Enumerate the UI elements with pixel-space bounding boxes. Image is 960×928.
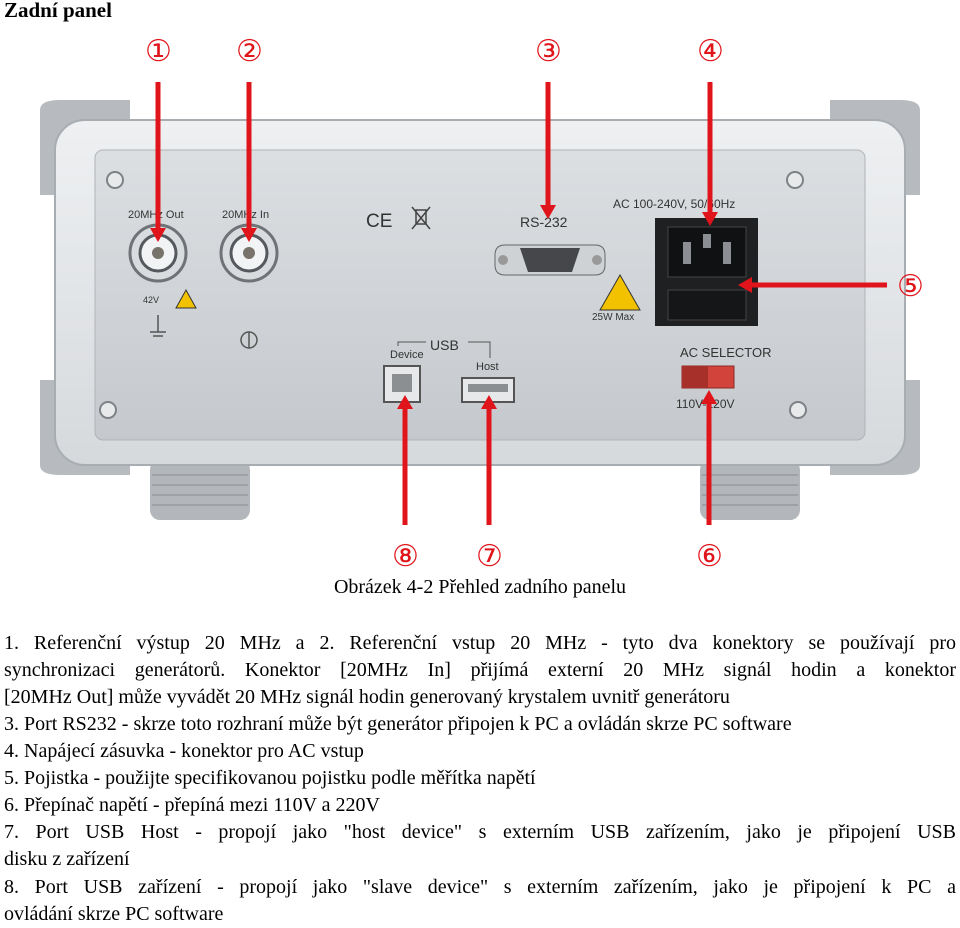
- callout-3: ③: [535, 35, 562, 68]
- desc-line-11: ovládání skrze PC software: [4, 903, 224, 925]
- desc-line-10: 8. Port USB zařízení - propojí jako "sla…: [4, 876, 956, 898]
- label-25w-max: 25W Max: [592, 312, 634, 323]
- desc-line-1: 1. Referenční výstup 20 MHz a 2. Referen…: [4, 632, 956, 654]
- callout-2: ②: [236, 35, 263, 68]
- label-rs232: RS-232: [520, 214, 568, 230]
- callout-5: ⑤: [897, 270, 924, 303]
- callout-6: ⑥: [696, 540, 723, 573]
- screws: [99, 171, 807, 419]
- label-host: Host: [476, 361, 499, 373]
- desc-line-4: 3. Port RS232 - skrze toto rozhraní může…: [4, 713, 792, 735]
- desc-line-7: 6. Přepínač napětí - přepíná mezi 110V a…: [4, 794, 380, 816]
- label-usb: USB: [430, 337, 459, 353]
- rs232-port: [494, 244, 606, 276]
- warning-icon-42v: [175, 288, 197, 309]
- label-ac-selector: AC SELECTOR: [680, 345, 772, 360]
- desc-line-2: synchronizaci generátorů. Konektor [20MH…: [4, 659, 956, 681]
- fuse-holder: [667, 289, 747, 321]
- desc-line-3: [20MHz Out] může vyvádět 20 MHz signál h…: [4, 686, 730, 708]
- ce-mark: CE: [366, 211, 392, 232]
- high-voltage-icon: [599, 273, 641, 311]
- label-20mhz-in: 20MHz In: [222, 209, 269, 221]
- desc-line-6: 5. Pojistka - použijte specifikovanou po…: [4, 767, 536, 789]
- desc-line-9: disku z zařízení: [4, 848, 130, 870]
- figure-caption: Obrázek 4-2 Přehled zadního panelu: [333, 576, 627, 598]
- callout-7: ⑦: [476, 540, 503, 573]
- label-ac-rating: AC 100-240V, 50/60Hz: [613, 197, 735, 211]
- bnc-in-connector: [219, 223, 279, 283]
- label-device: Device: [390, 349, 424, 361]
- desc-line-5: 4. Napájecí zásuvka - konektor pro AC vs…: [4, 740, 364, 762]
- usb-device-port: [383, 365, 421, 403]
- page-heading: Zadní panel: [4, 0, 112, 22]
- weee-icon: [411, 206, 431, 230]
- callout-1: ①: [145, 35, 172, 68]
- bnc-out-connector: [128, 223, 188, 283]
- callout-8: ⑧: [392, 540, 419, 573]
- feet: [150, 460, 800, 520]
- rear-panel-figure: 20MHz Out 20MHz In 42V CE RS-232 25W Max…: [40, 35, 924, 573]
- callout-4: ④: [697, 35, 724, 68]
- ground-symbols: [150, 315, 258, 349]
- desc-line-8: 7. Port USB Host - propojí jako "host de…: [4, 821, 956, 843]
- label-42v: 42V: [143, 295, 159, 305]
- callout-arrows: [150, 82, 887, 525]
